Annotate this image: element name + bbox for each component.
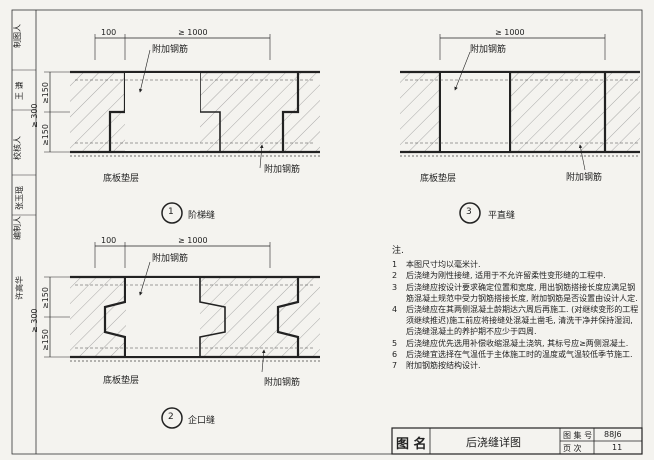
detail-2-name: 企口缝: [188, 416, 216, 426]
note-text: 后浇缝为刚性接缝, 适用于不允许留柔性变形缝的工程中.: [406, 271, 606, 281]
note-number: 2: [392, 271, 398, 281]
title-block-set-label: 图 集 号: [563, 431, 593, 440]
title-block-page-value: 11: [612, 443, 623, 452]
sidebar-role-1: 制图人: [13, 24, 22, 48]
dim-300-detail-2: ≥ 300: [30, 308, 39, 333]
rebar-label-bottom-detail-2: 附加钢筋: [264, 378, 301, 388]
note-item: 4 后浇缝应在其两侧混凝土龄期达六周后再施工. (对继续变形的工程须继续推迟)施工…: [392, 304, 642, 338]
detail-1-number: 1: [168, 207, 174, 217]
detail-2-drawing: [44, 242, 320, 429]
note-text: 后浇缝应在其两侧混凝土龄期达六周后再施工. (对继续变形的工程须继续推迟)施工前…: [406, 305, 639, 337]
detail-3-name: 平直缝: [488, 211, 516, 221]
note-number: 3: [392, 282, 398, 292]
note-number: 7: [392, 361, 398, 371]
sidebar-role-3: 编制人: [13, 216, 22, 240]
note-item: 6 后浇缝宜选择在气温低于主体施工时的温度或气温较低季节施工.: [392, 349, 642, 360]
detail-2-number: 2: [168, 412, 174, 422]
base-cushion-label-detail-3: 底板垫层: [420, 174, 457, 184]
detail-1-marker: [161, 202, 183, 224]
title-block-page-label: 页 次: [563, 444, 582, 453]
dim-150-upper-detail-2: ≥150: [41, 287, 50, 309]
dim-100-detail-2: 100: [101, 236, 117, 245]
note-number: 5: [392, 338, 398, 348]
note-text: 本图尺寸均以毫米计.: [406, 260, 481, 270]
notes-section: 注. 1 本图尺寸均以毫米计. 2 后浇缝为刚性接缝, 适用于不允许留柔性变形缝的工…: [392, 246, 642, 371]
note-number: 6: [392, 349, 398, 359]
title-block-set-value: 88J6: [604, 430, 622, 439]
rebar-label-top-detail-2: 附加钢筋: [152, 254, 189, 264]
note-text: 后浇缝应按设计要求确定位置和宽度, 用出钢筋搭接长度应满足钢筋混凝土规范中受力钢…: [406, 282, 638, 303]
dim-150-lower-detail-1: ≥150: [41, 124, 50, 146]
sidebar-signature-1: 王 谦: [15, 81, 24, 100]
note-text: 后浇缝应优先选用补偿收缩混凝土浇筑, 其标号应≥两侧混凝土.: [406, 338, 629, 348]
dim-100-detail-1: 100: [101, 28, 117, 37]
rebar-label-top-detail-3: 附加钢筋: [470, 45, 507, 55]
base-cushion-label-detail-2: 底板垫层: [103, 376, 140, 386]
note-text: 附加钢筋按结构设计.: [406, 361, 481, 371]
detail-3-marker: [459, 202, 481, 224]
note-item: 2 后浇缝为刚性接缝, 适用于不允许留柔性变形缝的工程中.: [392, 270, 642, 281]
note-number: 4: [392, 305, 398, 315]
sidebar-role-2: 校核人: [13, 136, 22, 160]
detail-1-name: 阶梯缝: [188, 211, 216, 221]
dim-150-upper-detail-1: ≥150: [41, 82, 50, 104]
dim-1000-detail-2: ≥ 1000: [178, 236, 208, 245]
sidebar-signature-3: 许高华: [15, 276, 24, 300]
title-block-title: 后浇缝详图: [466, 436, 521, 449]
base-cushion-label-detail-1: 底板垫层: [103, 174, 140, 184]
title-block-label: 图 名: [396, 437, 427, 452]
detail-3-number: 3: [466, 207, 472, 217]
sidebar-signature-2: 张玉琨: [15, 186, 24, 210]
dim-150-lower-detail-2: ≥150: [41, 329, 50, 351]
rebar-label-bottom-detail-3: 附加钢筋: [566, 173, 603, 183]
dim-1000-detail-1: ≥ 1000: [178, 28, 208, 37]
dim-1000-detail-3: ≥ 1000: [495, 28, 525, 37]
rebar-label-bottom-detail-1: 附加钢筋: [264, 165, 301, 175]
dim-300-detail-1: ≥ 300: [30, 103, 39, 128]
note-item: 3 后浇缝应按设计要求确定位置和宽度, 用出钢筋搭接长度应满足钢筋混凝土规范中受力…: [392, 282, 642, 304]
sheet-border: [11, 9, 643, 455]
note-text: 后浇缝宜选择在气温低于主体施工时的温度或气温较低季节施工.: [406, 349, 633, 359]
detail-3-drawing: [400, 34, 640, 224]
note-number: 1: [392, 260, 398, 270]
title-block-frame: [391, 427, 643, 455]
rebar-label-top-detail-1: 附加钢筋: [152, 45, 189, 55]
note-item: 7 附加钢筋按结构设计.: [392, 360, 642, 371]
note-item: 5 后浇缝应优先选用补偿收缩混凝土浇筑, 其标号应≥两侧混凝土.: [392, 338, 642, 349]
detail-2-marker: [161, 407, 183, 429]
detail-1-drawing: [44, 34, 320, 224]
notes-title: 注.: [392, 246, 404, 256]
note-item: 1 本图尺寸均以毫米计.: [392, 259, 642, 270]
